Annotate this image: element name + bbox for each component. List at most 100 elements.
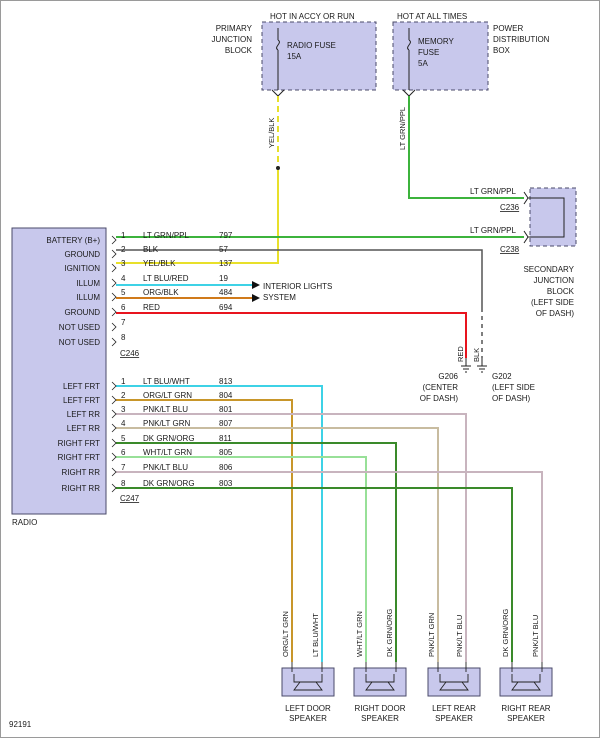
wire-red	[116, 312, 467, 358]
wire-color-label: BLK	[143, 245, 159, 254]
wire-pnk-lt-blu-801	[116, 413, 467, 662]
connector-chevron-icon	[111, 263, 117, 273]
pin-number: 5	[121, 434, 126, 443]
pin-number: 7	[121, 318, 126, 327]
speaker	[427, 662, 481, 697]
speaker-name: LEFT DOOR	[285, 704, 331, 713]
wire-color-label: LT BLU/RED	[143, 274, 189, 283]
speaker-wire-label: DK GRN/ORG	[385, 608, 394, 657]
svg-text:BOX: BOX	[493, 46, 511, 55]
pin-function-label: LEFT FRT	[63, 382, 100, 391]
radio-fuse-rating: 15A	[287, 52, 302, 61]
pin-function-label: IGNITION	[64, 264, 100, 273]
pin-number: 2	[121, 391, 126, 400]
wire-color-label: PNK/LT BLU	[143, 463, 188, 472]
svg-text:BLOCK: BLOCK	[547, 287, 575, 296]
sjb-internal-bus	[528, 197, 565, 238]
svg-text:OF DASH): OF DASH)	[492, 394, 531, 403]
connector-chevron-icon	[523, 191, 529, 205]
wire-lt-grn-ppl-upper	[408, 96, 524, 199]
sjb-label: SECONDARY JUNCTION BLOCK (LEFT SIDE OF D…	[523, 265, 574, 318]
speaker	[353, 662, 407, 697]
memory-fuse-label2: FUSE	[418, 48, 439, 57]
c246-label: C246	[120, 349, 140, 358]
radio-box	[11, 227, 107, 515]
circuit-number: 811	[219, 434, 232, 443]
wire-org-lt-grn	[116, 399, 293, 662]
sjb-wire-label-bottom: LT GRN/PPL	[470, 226, 516, 235]
splice-dot	[276, 166, 280, 170]
svg-text:OF DASH): OF DASH)	[420, 394, 459, 403]
speaker-name: LEFT REAR	[432, 704, 476, 713]
pin-number: 6	[121, 448, 126, 457]
wire-color-label: DK GRN/ORG	[143, 434, 195, 443]
svg-text:DISTRIBUTION: DISTRIBUTION	[493, 35, 550, 44]
svg-text:POWER: POWER	[493, 24, 523, 33]
speaker-icon	[365, 662, 397, 691]
speaker-wire-label: DK GRN/ORG	[501, 608, 510, 657]
pin-function-label: RIGHT FRT	[58, 439, 100, 448]
connector-chevron-icon	[111, 292, 117, 302]
speaker	[281, 662, 335, 697]
svg-text:G202: G202	[492, 372, 512, 381]
lt-grn-ppl-vertical-label: LT GRN/PPL	[398, 107, 407, 150]
circuit-number: 813	[219, 377, 233, 386]
pin-function-label: RIGHT FRT	[58, 453, 100, 462]
pin-number: 4	[121, 274, 126, 283]
speaker-name: SPEAKER	[507, 714, 545, 723]
yel-blk-vertical-label: YEL/BLK	[267, 118, 276, 148]
svg-text:BLOCK: BLOCK	[225, 46, 253, 55]
wire-color-label: DK GRN/ORG	[143, 479, 195, 488]
connector-chevron-icon	[111, 337, 117, 347]
pin-function-label: NOT USED	[59, 323, 100, 332]
svg-text:(LEFT SIDE: (LEFT SIDE	[492, 383, 535, 392]
connector-chevron-icon	[271, 89, 285, 97]
pin-function-label: ILLUM	[76, 279, 100, 288]
svg-text:JUNCTION: JUNCTION	[212, 35, 253, 44]
connector-chevron-icon	[111, 235, 117, 245]
primary-junction-block-box	[261, 21, 377, 91]
wire-dk-grn-org-803	[116, 487, 513, 662]
pin-function-label: GROUND	[64, 308, 100, 317]
ground-icon	[461, 358, 471, 373]
pin-function-label: LEFT FRT	[63, 396, 100, 405]
pin-number: 1	[121, 231, 126, 240]
speaker-wire-label: WHT/LT GRN	[355, 611, 364, 657]
pin-function-label: NOT USED	[59, 338, 100, 347]
connector-chevron-icon	[402, 89, 416, 97]
circuit-number: 694	[219, 303, 233, 312]
red-vertical-label: RED	[456, 346, 465, 362]
diagram-number: 92191	[9, 720, 32, 729]
arrow-icon	[252, 281, 260, 289]
ground-icon	[477, 358, 487, 373]
connector-chevron-icon	[111, 395, 117, 405]
connector-chevron-icon	[111, 307, 117, 317]
pin-number: 3	[121, 405, 126, 414]
speaker-name: SPEAKER	[435, 714, 473, 723]
arrow-icon	[252, 294, 260, 302]
speaker-name: RIGHT REAR	[501, 704, 550, 713]
wire-pnk-lt-blu-806	[116, 471, 543, 662]
circuit-number: 807	[219, 419, 233, 428]
speaker-name: SPEAKER	[289, 714, 327, 723]
wire-color-label: YEL/BLK	[143, 259, 176, 268]
connector-chevron-icon	[111, 322, 117, 332]
pin-function-label: RIGHT RR	[61, 484, 100, 493]
circuit-number: 804	[219, 391, 233, 400]
radio-label: RADIO	[12, 518, 37, 527]
wire-color-label: PNK/LT GRN	[143, 419, 190, 428]
g202-label: G202 (LEFT SIDE OF DASH)	[492, 372, 535, 403]
pin-number: 3	[121, 259, 126, 268]
connector-chevron-icon	[111, 438, 117, 448]
pin-number: 2	[121, 245, 126, 254]
circuit-number: 484	[219, 288, 233, 297]
pin-number: 1	[121, 377, 126, 386]
memory-fuse-label: MEMORY	[418, 37, 455, 46]
speaker-icon	[511, 662, 543, 691]
circuit-number: 19	[219, 274, 228, 283]
blk-vertical-label: BLK	[472, 348, 481, 362]
connector-chevron-icon	[111, 381, 117, 391]
connector-chevron-icon	[523, 230, 529, 244]
wire-pnk-lt-grn	[116, 427, 439, 662]
